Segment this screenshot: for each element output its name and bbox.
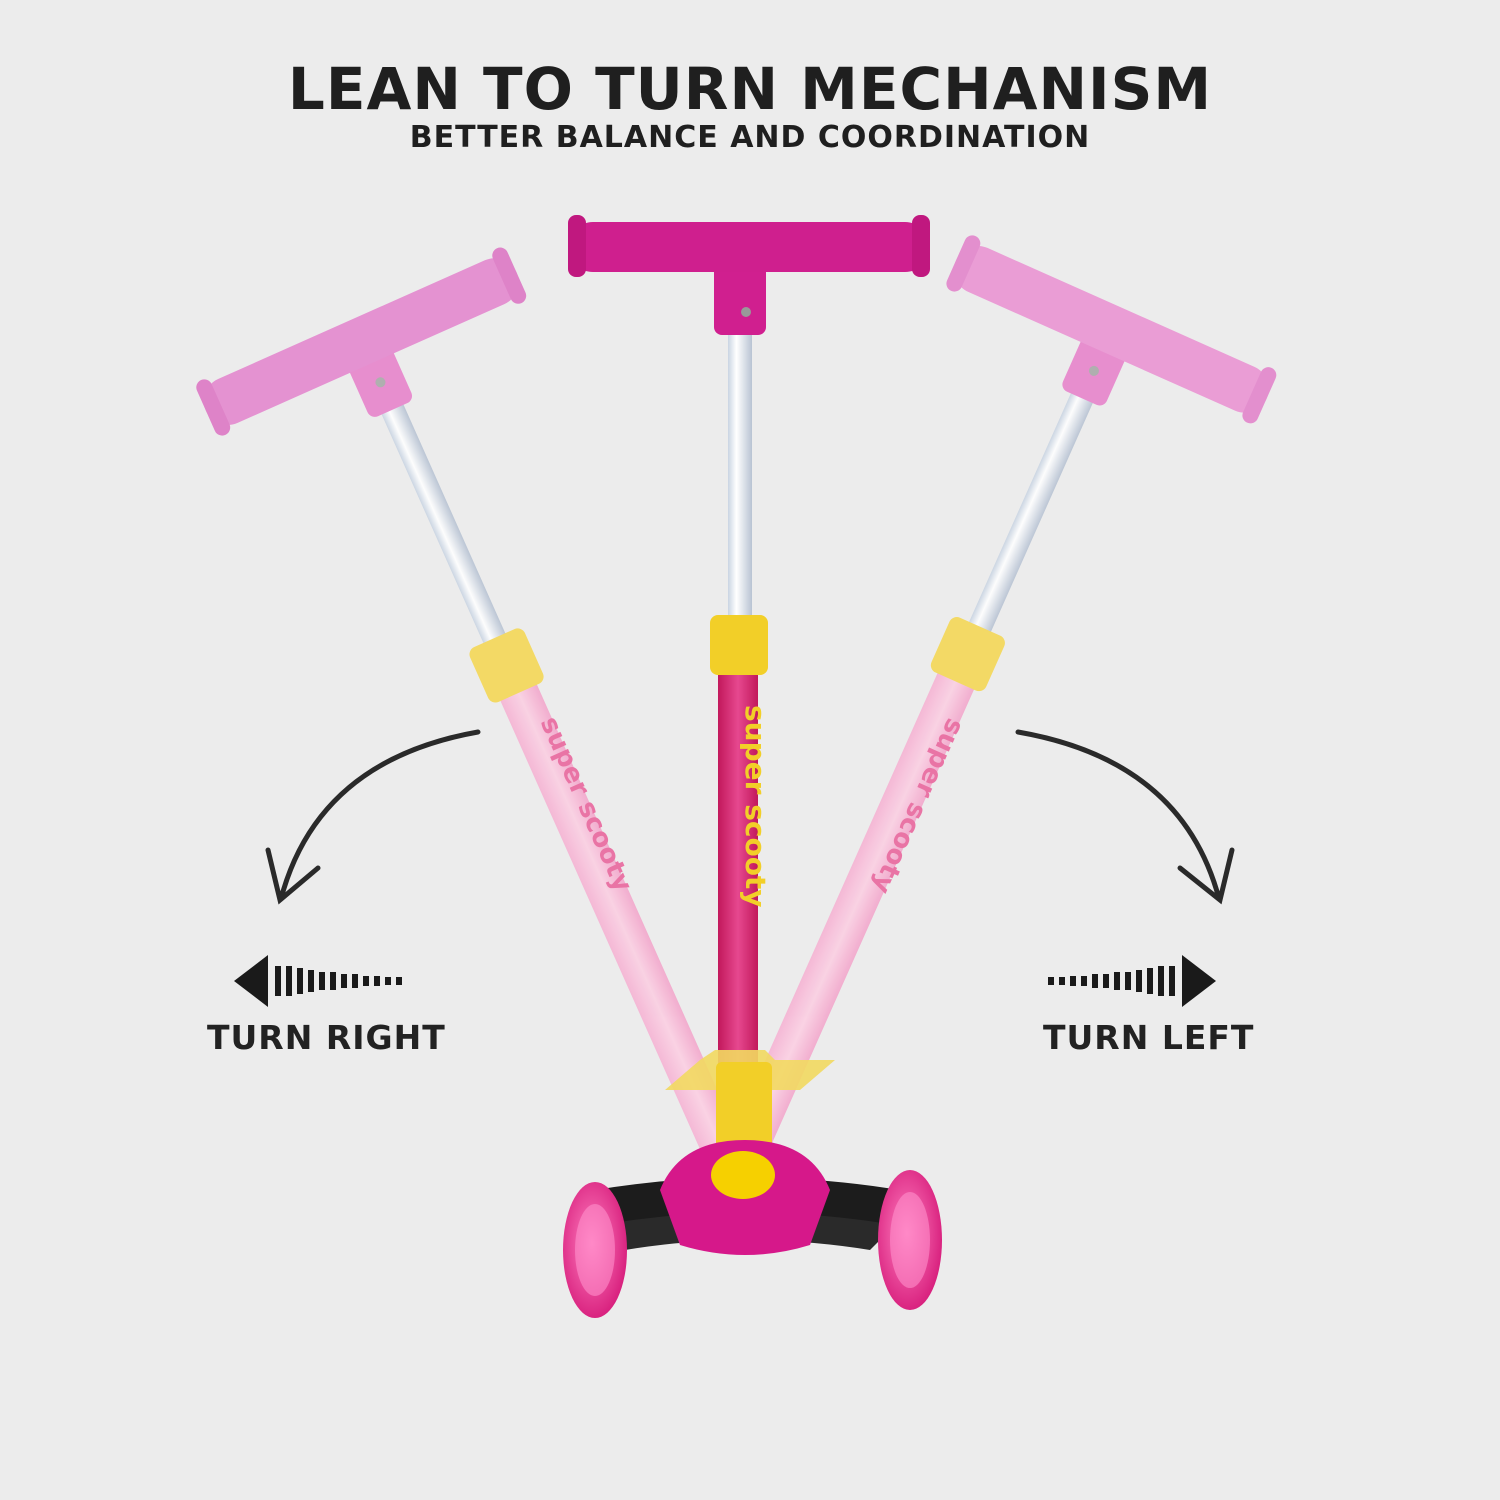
arrow-left-icon bbox=[234, 955, 402, 1007]
wheel-right bbox=[878, 1170, 942, 1310]
arrow-right-icon bbox=[1048, 955, 1216, 1007]
page-title: LEAN TO TURN MECHANISM bbox=[287, 55, 1213, 123]
scooter-tilted-right: super scooty bbox=[729, 235, 1277, 1159]
curved-arrow-left-icon bbox=[265, 729, 481, 905]
pole-right bbox=[963, 388, 1095, 646]
turn-right-label: TURN RIGHT bbox=[207, 1018, 446, 1057]
turn-left-label: TURN LEFT bbox=[1043, 1018, 1255, 1057]
collar-right bbox=[930, 617, 1005, 692]
curved-arrow-right-icon bbox=[1015, 729, 1235, 905]
yellow-button bbox=[711, 1151, 775, 1199]
handlebar-center bbox=[568, 222, 930, 272]
page-subtitle: BETTER BALANCE AND COORDINATION bbox=[409, 120, 1091, 155]
collar-left bbox=[469, 628, 544, 703]
wheel-left bbox=[563, 1182, 627, 1318]
scooter-tilted-left: super scooty bbox=[196, 247, 745, 1170]
stem-left bbox=[480, 636, 745, 1170]
scooter-center: super scooty bbox=[568, 215, 930, 1070]
handlebar-left bbox=[203, 258, 519, 425]
scooter-base bbox=[563, 1050, 942, 1318]
pole-left bbox=[379, 400, 512, 657]
pole-center bbox=[728, 330, 752, 620]
brand-text-center: super scooty bbox=[739, 705, 772, 908]
stem-center bbox=[718, 650, 758, 1070]
handlebar-right bbox=[953, 245, 1269, 413]
collar-center bbox=[710, 615, 768, 675]
stem-right bbox=[729, 625, 995, 1159]
